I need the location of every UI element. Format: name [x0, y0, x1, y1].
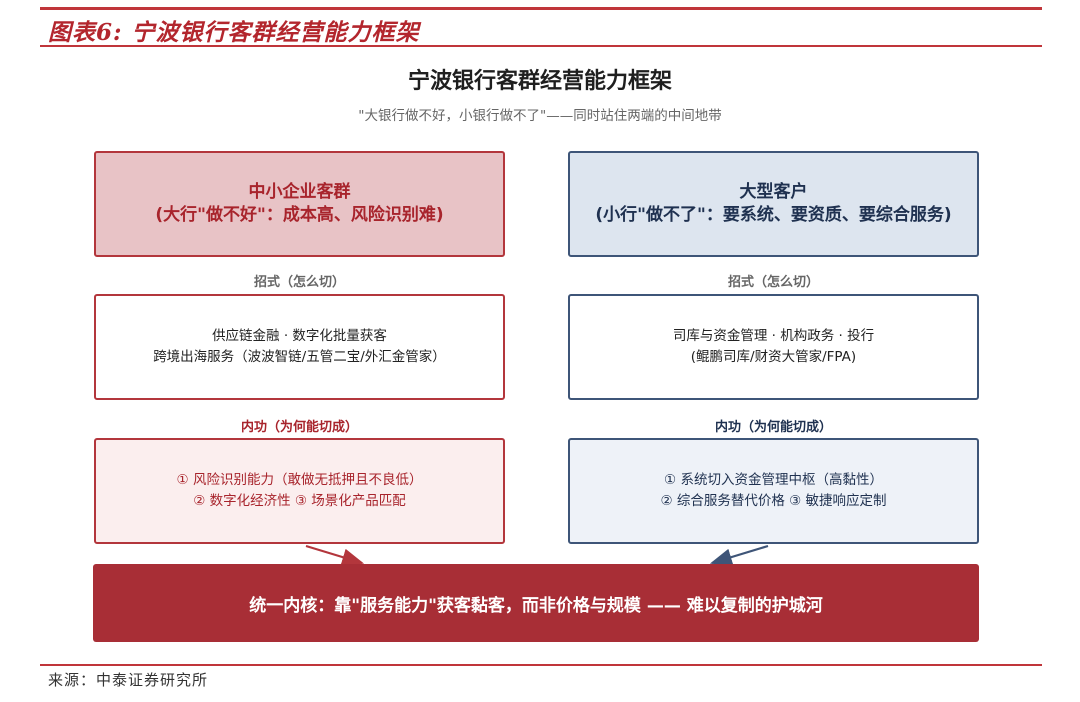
large-client-segment-box: 大型客户 (小行"做不了"：要系统、要资质、要综合服务)	[568, 151, 979, 257]
sme-capability-line: ① 风险识别能力（敢做无抵押且不良低）	[176, 472, 423, 488]
source-note: 来源：中泰证券研究所	[48, 671, 209, 689]
large-client-to-core-arrow	[709, 544, 769, 566]
bottom-rule	[40, 664, 1042, 666]
sme-capability-box: ① 风险识别能力（敢做无抵押且不良低） ② 数字化经济性 ③ 场景化产品匹配	[94, 438, 505, 544]
large-client-tactics-line: 司库与资金管理 · 机构政务 · 投行	[672, 328, 875, 344]
sme-tactics-label: 招式（怎么切）	[253, 275, 345, 290]
large-client-heading-reason: (小行"做不了"：要系统、要资质、要综合服务)	[595, 205, 952, 225]
unified-core-text: 统一内核：靠"服务能力"获客黏客，而非价格与规模 —— 难以复制的护城河	[249, 595, 823, 616]
large-client-tactics-label: 招式（怎么切）	[727, 275, 819, 290]
unified-core-box: 统一内核：靠"服务能力"获客黏客，而非价格与规模 —— 难以复制的护城河	[93, 564, 979, 642]
large-client-capability-line: ① 系统切入资金管理中枢（高黏性）	[664, 472, 883, 488]
large-client-capability-label: 内功（为何能切成）	[714, 420, 832, 435]
sme-tactics-box: 供应链金融 · 数字化批量获客 跨境出海服务（波波智链/五管二宝/外汇金管家）	[94, 294, 505, 400]
sme-capability-line: ② 数字化经济性 ③ 场景化产品匹配	[193, 493, 406, 509]
large-client-capability-line: ② 综合服务替代价格 ③ 敏捷响应定制	[660, 493, 887, 509]
sme-tactics-line: 供应链金融 · 数字化批量获客	[212, 328, 387, 344]
large-client-tactics-box: 司库与资金管理 · 机构政务 · 投行 (鲲鹏司库/财资大管家/FPA)	[568, 294, 979, 400]
sme-tactics-line: 跨境出海服务（波波智链/五管二宝/外汇金管家）	[153, 349, 446, 365]
large-client-tactics-line: (鲲鹏司库/财资大管家/FPA)	[690, 349, 857, 365]
figure-title: 图表6: 宁波银行客群经营能力框架	[48, 19, 420, 46]
large-client-capability-box: ① 系统切入资金管理中枢（高黏性） ② 综合服务替代价格 ③ 敏捷响应定制	[568, 438, 979, 544]
diagram-subtitle: "大银行做不好，小银行做不了"——同时站住两端的中间地带	[358, 108, 722, 124]
diagram-title: 宁波银行客群经营能力框架	[407, 69, 672, 94]
sme-capability-label: 内功（为何能切成）	[240, 420, 358, 435]
large-client-heading: 大型客户	[739, 182, 808, 202]
sme-segment-box: 中小企业客群 (大行"做不好"：成本高、风险识别难)	[94, 151, 505, 257]
sme-to-core-arrow	[305, 544, 365, 566]
sme-heading: 中小企业客群	[248, 182, 351, 202]
figure-title-rule	[40, 45, 1042, 47]
top-rule	[40, 7, 1042, 10]
sme-heading-reason: (大行"做不好"：成本高、风险识别难)	[155, 205, 444, 225]
